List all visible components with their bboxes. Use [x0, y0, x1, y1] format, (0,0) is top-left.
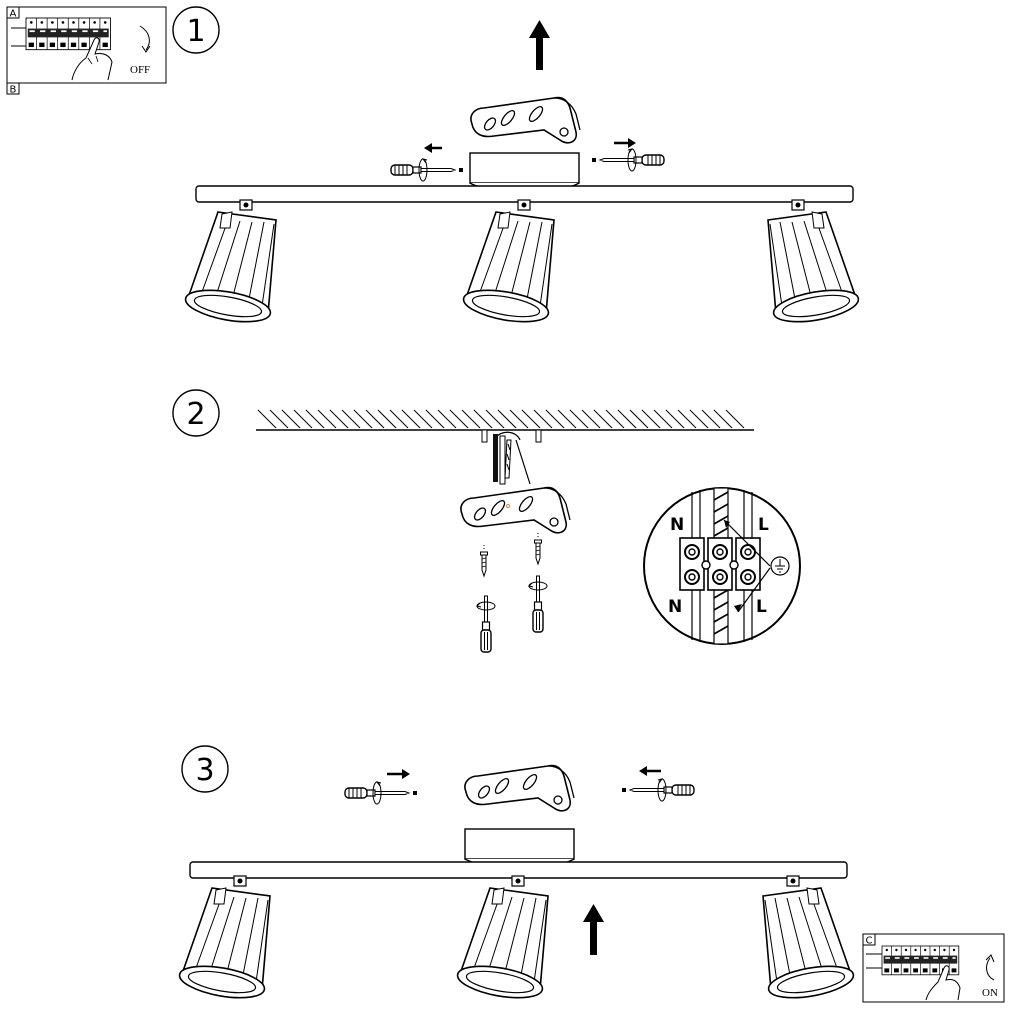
screwdriver-icon: [528, 575, 548, 633]
switch-panel-on: C ON: [862, 933, 1005, 1003]
hand-icon: [71, 37, 113, 81]
step-3-badge: [181, 745, 229, 793]
step-2-badge: [172, 389, 220, 437]
switch-panel-off: A B OFF: [6, 6, 167, 96]
ceiling-anchors: [481, 429, 542, 443]
spotlight-icon: [762, 875, 857, 1005]
hand-icon: [925, 965, 961, 1001]
spotlight-icon: [767, 199, 862, 329]
ground-symbol-icon: [770, 556, 790, 576]
panel-label-b: B: [10, 85, 17, 96]
rotate-arrow-icon: [986, 957, 995, 981]
step-2-number: 2: [186, 397, 205, 432]
screwdriver-icon: [621, 778, 695, 802]
step-2: 2: [172, 389, 801, 653]
supply-wires: [493, 434, 531, 485]
switch-state-on: ON: [982, 987, 998, 999]
step-1-number: 1: [186, 14, 205, 49]
wire-label-neutral-top: N: [670, 515, 684, 535]
arrow-up-icon: [529, 20, 550, 70]
step-3: 3 C: [176, 745, 1005, 1005]
mounting-bracket-icon: [470, 96, 581, 144]
terminal-block-icon: [679, 537, 761, 591]
panel-label-c: C: [866, 936, 873, 947]
mounting-bracket-icon: [460, 486, 571, 534]
ceiling: [256, 409, 754, 431]
panel-label-a: A: [10, 9, 17, 20]
screwdriver-icon: [591, 148, 665, 172]
wire-label-live-bottom: L: [756, 597, 767, 617]
step-1: A B OFF 1: [6, 6, 862, 329]
spotlight-icon: [182, 199, 277, 329]
spotlight-icon: [176, 875, 271, 1005]
screwdriver-icon: [344, 781, 418, 805]
spotlight-icon: [460, 199, 555, 329]
mounting-bracket-icon: [464, 764, 575, 812]
screwdriver-icon: [390, 158, 464, 182]
screwdriver-icon: [476, 595, 496, 653]
step-1-badge: [172, 6, 220, 54]
step-3-number: 3: [195, 753, 214, 788]
switch-state-off: OFF: [130, 64, 150, 76]
wire-label-neutral-bottom: N: [668, 597, 682, 617]
rotate-arrow-icon: [139, 25, 150, 51]
screw-icon: [534, 539, 542, 565]
screw-icon: [480, 551, 488, 577]
wiring-detail: N L N L: [643, 487, 801, 645]
arrow-up-icon: [583, 904, 604, 955]
wire-label-live-top: L: [758, 515, 769, 535]
spotlight-icon: [454, 875, 549, 1005]
